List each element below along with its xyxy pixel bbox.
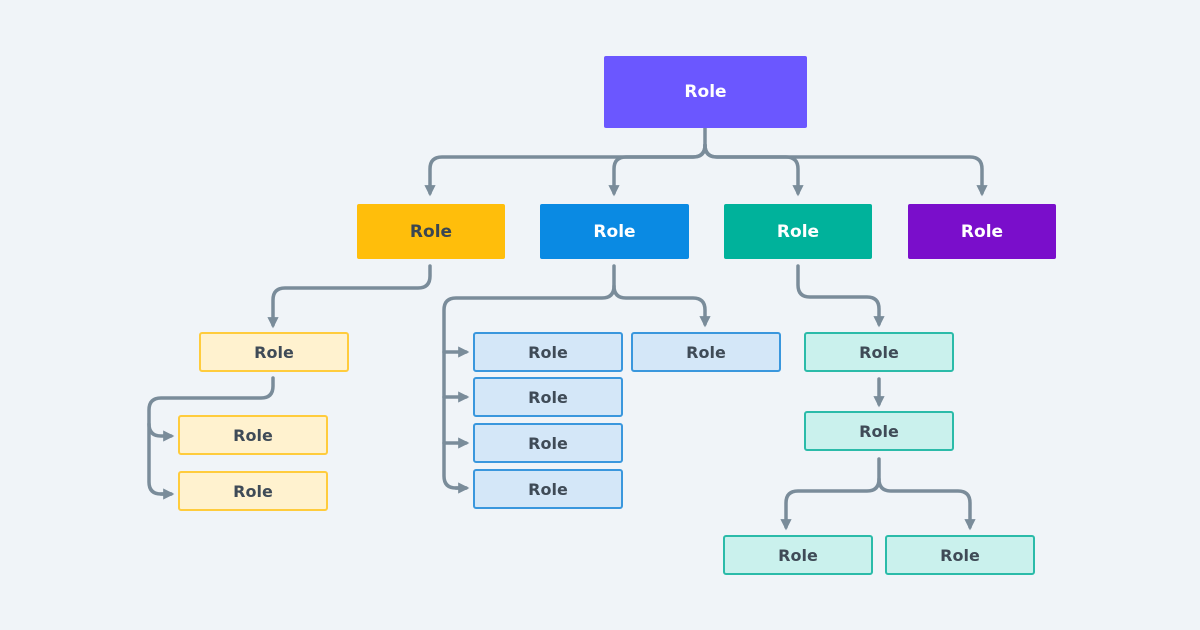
blue-child-role-label-2: Role bbox=[528, 387, 568, 407]
blue-child-role-box-4[interactable]: Role bbox=[473, 469, 623, 509]
teal-child-role-box[interactable]: Role bbox=[804, 332, 954, 372]
blue-child-role-box-1[interactable]: Role bbox=[473, 332, 623, 372]
blue-child-role-box-3[interactable]: Role bbox=[473, 423, 623, 463]
yellow-to-child bbox=[267, 264, 432, 329]
yellow-grandchild-role-box-1[interactable]: Role bbox=[178, 415, 328, 455]
blue-child-role-label-1: Role bbox=[528, 342, 568, 362]
root-to-violet bbox=[703, 143, 988, 197]
blue-to-children-bus bbox=[442, 264, 616, 490]
teal-leaf-role-label-2: Role bbox=[940, 545, 980, 565]
teal-grandchild-role-label: Role bbox=[859, 421, 899, 441]
yellow-child-arrow-1 bbox=[147, 422, 175, 442]
blue-to-child-5 bbox=[612, 284, 711, 328]
teal-grandchild-to-leaf-1 bbox=[780, 457, 881, 531]
blue-child-role-box-2[interactable]: Role bbox=[473, 377, 623, 417]
yellow-grandchild-role-box-2[interactable]: Role bbox=[178, 471, 328, 511]
root-to-blue bbox=[608, 143, 707, 197]
root-role-label: Role bbox=[684, 82, 727, 102]
teal-leaf-role-box-2[interactable]: Role bbox=[885, 535, 1035, 575]
teal-to-child bbox=[796, 264, 885, 328]
blue-role-label: Role bbox=[593, 221, 636, 242]
violet-role-box[interactable]: Role bbox=[908, 204, 1056, 259]
root-to-level1-bus bbox=[424, 126, 707, 197]
teal-role-box[interactable]: Role bbox=[724, 204, 872, 259]
teal-role-label: Role bbox=[776, 221, 820, 242]
teal-leaf-role-label-1: Role bbox=[778, 545, 818, 565]
yellow-grandchild-role-label-2: Role bbox=[233, 481, 273, 501]
teal-child-role-label: Role bbox=[859, 342, 899, 362]
teal-grandchild-role-box[interactable]: Role bbox=[804, 411, 954, 451]
violet-role-label: Role bbox=[960, 221, 1004, 242]
blue-child-role-label-5: Role bbox=[686, 342, 726, 362]
blue-child-role-label-3: Role bbox=[528, 433, 568, 453]
teal-grandchild-to-leaf-2 bbox=[877, 477, 976, 531]
blue-child-role-label-4: Role bbox=[528, 479, 568, 499]
yellow-child-bus bbox=[147, 376, 275, 496]
blue-role-box[interactable]: Role bbox=[540, 204, 689, 259]
yellow-child-role-label: Role bbox=[254, 342, 294, 362]
yellow-role-box[interactable]: Role bbox=[357, 204, 505, 259]
yellow-child-role-box[interactable]: Role bbox=[199, 332, 349, 372]
blue-child-role-box-5[interactable]: Role bbox=[631, 332, 781, 372]
yellow-grandchild-role-label-1: Role bbox=[233, 425, 273, 445]
root-to-teal bbox=[703, 143, 804, 197]
root-role-box[interactable]: Role bbox=[604, 56, 807, 128]
teal-leaf-role-box-1[interactable]: Role bbox=[723, 535, 873, 575]
yellow-role-label: Role bbox=[409, 221, 453, 242]
